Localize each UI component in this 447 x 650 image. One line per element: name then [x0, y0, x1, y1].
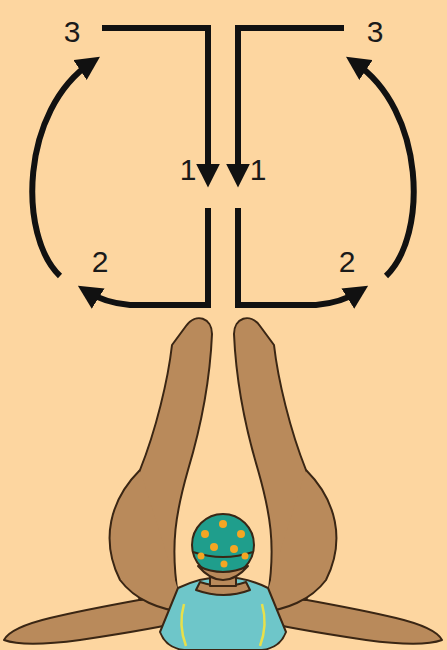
swimmer-figure [4, 318, 442, 650]
callout-number: 3 [64, 17, 81, 47]
path-arrow [238, 208, 360, 305]
callout-number: 1 [250, 155, 267, 185]
callout-number: 2 [339, 247, 356, 277]
path-arrow [86, 208, 208, 305]
callout-number: 3 [367, 17, 384, 47]
path-arrow [32, 62, 92, 276]
callout-number: 1 [180, 155, 197, 185]
suit-stripes [181, 604, 264, 646]
path-arrow [354, 62, 414, 276]
cap-dots [198, 520, 249, 568]
callout-number: 2 [92, 247, 109, 277]
movement-arrows [32, 28, 413, 305]
